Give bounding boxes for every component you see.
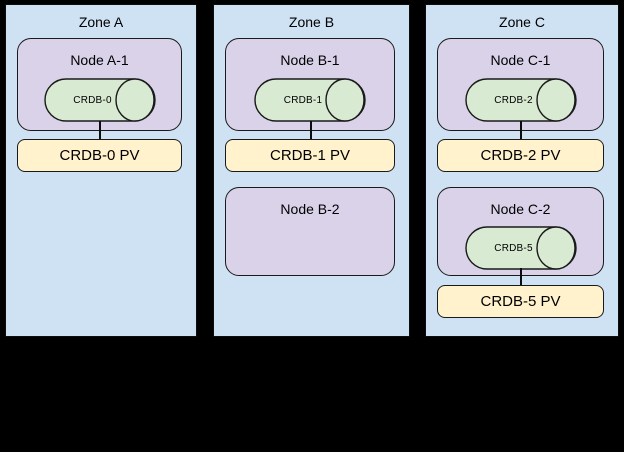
pod-crdb-1: CRDB-1 (254, 78, 366, 122)
node-b-1: Node B-1 CRDB-1 (225, 38, 395, 131)
node-c-2: Node C-2 CRDB-5 (437, 187, 604, 276)
pod-crdb-0: CRDB-0 (43, 78, 156, 122)
pv-crdb-0-label: CRDB-0 PV (59, 147, 140, 164)
zone-a: Zone A Node A-1 CRDB-0 CRDB-0 PV (5, 4, 197, 337)
pod-crdb-0-label: CRDB-0 (73, 94, 112, 106)
connector-crdb-5-to-pv (520, 268, 522, 286)
node-c-2-label: Node C-2 (490, 201, 551, 217)
zone-c: Zone C Node C-1 CRDB-2 CRDB-2 PV Node C-… (425, 4, 619, 337)
node-b-1-label: Node B-1 (280, 52, 340, 68)
node-a-1: Node A-1 CRDB-0 (17, 38, 182, 131)
zone-a-label: Zone A (78, 14, 124, 30)
pod-crdb-2-label: CRDB-2 (494, 94, 533, 106)
node-c-1: Node C-1 CRDB-2 (437, 38, 604, 131)
zone-b: Zone B Node B-1 CRDB-1 CRDB-1 PV Node B-… (213, 4, 410, 337)
cylinder-shape-icon (254, 78, 366, 122)
cylinder-shape-icon (464, 226, 577, 270)
cylinder-shape-icon (464, 78, 577, 122)
zone-b-label: Zone B (288, 14, 335, 30)
pv-crdb-0: CRDB-0 PV (17, 139, 182, 172)
connector-crdb-2-to-pv (520, 121, 522, 140)
pv-crdb-2-label: CRDB-2 PV (480, 147, 561, 164)
pv-crdb-5: CRDB-5 PV (437, 285, 604, 318)
pv-crdb-1-label: CRDB-1 PV (269, 147, 351, 164)
node-b-2: Node B-2 (225, 187, 395, 276)
node-a-1-label: Node A-1 (70, 52, 129, 68)
node-b-2-label: Node B-2 (280, 201, 340, 217)
pv-crdb-5-label: CRDB-5 PV (480, 293, 561, 310)
pod-crdb-5-label: CRDB-5 (494, 242, 533, 254)
zone-c-label: Zone C (499, 14, 545, 30)
connector-crdb-1-to-pv (309, 121, 312, 140)
pod-crdb-5: CRDB-5 (464, 226, 577, 270)
pod-crdb-1-label: CRDB-1 (283, 94, 323, 106)
node-c-1-label: Node C-1 (490, 52, 551, 68)
pv-crdb-1: CRDB-1 PV (225, 139, 395, 172)
connector-crdb-0-to-pv (99, 121, 101, 140)
cylinder-shape-icon (43, 78, 156, 122)
pv-crdb-2: CRDB-2 PV (437, 139, 604, 172)
pod-crdb-2: CRDB-2 (464, 78, 577, 122)
